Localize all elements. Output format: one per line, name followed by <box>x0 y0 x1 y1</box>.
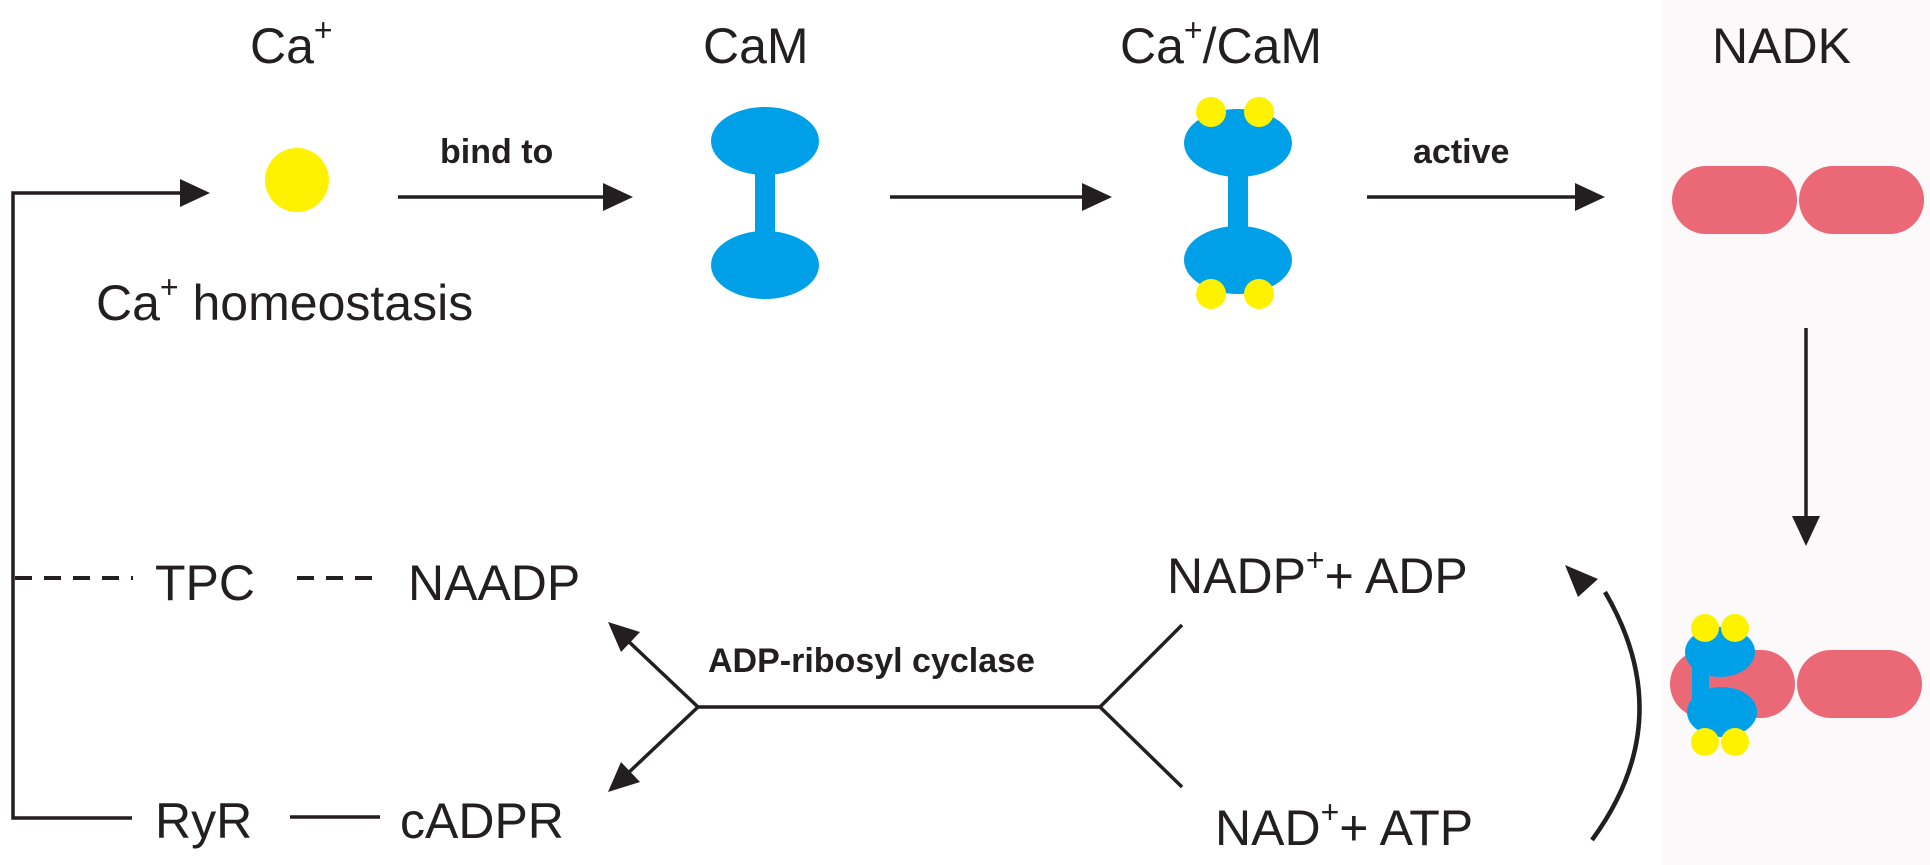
cadpr-label: cADPR <box>400 793 564 849</box>
nadp-adp-label: NADP++ ADP <box>1167 542 1468 604</box>
cam-to-ca-cam-arrowhead <box>1082 183 1112 211</box>
nadk-dimer-icon <box>1672 166 1924 234</box>
ca-cam-label: Ca+/CaM <box>1120 12 1322 74</box>
bind-to-label: bind to <box>440 133 553 171</box>
nadk-down-arrowhead <box>1792 516 1820 546</box>
naadp-label: NAADP <box>408 555 580 611</box>
active-label: active <box>1413 133 1509 171</box>
cyclase-to-cadpr-line <box>624 705 700 777</box>
cyclase-to-cadpr-arrowhead <box>608 762 640 792</box>
active-arrowhead <box>1575 183 1605 211</box>
nad-atp-label: NAD++ ATP <box>1215 794 1473 856</box>
cyclase-to-nadp-line <box>1098 623 1184 709</box>
nad-to-nadp-curved-arrow <box>1590 590 1642 842</box>
tpc-label: TPC <box>155 555 255 611</box>
feedback-bracket-line <box>11 191 180 820</box>
feedback-arrowhead <box>180 179 210 207</box>
calmodulin-icon <box>711 107 819 299</box>
calcium-calmodulin-complex-icon <box>1184 97 1292 309</box>
ryr-label: RyR <box>155 793 252 849</box>
nad-to-nadp-arrowhead <box>1565 565 1598 597</box>
cyclase-to-naadp-line <box>624 637 700 709</box>
cam-label: CaM <box>703 18 809 74</box>
ca-label: Ca+ <box>250 12 333 74</box>
calcium-ion <box>265 148 329 212</box>
cyclase-to-naadp-arrowhead <box>608 622 640 652</box>
cyclase-to-nad-line <box>1098 705 1184 789</box>
ca-homeostasis-label: Ca+ homeostasis <box>96 269 473 331</box>
nadk-label: NADK <box>1712 18 1851 74</box>
activated-nadk-complex-icon <box>1670 614 1922 756</box>
bind-to-arrowhead <box>603 183 633 211</box>
adp-ribosyl-cyclase-label: ADP-ribosyl cyclase <box>708 642 1035 680</box>
